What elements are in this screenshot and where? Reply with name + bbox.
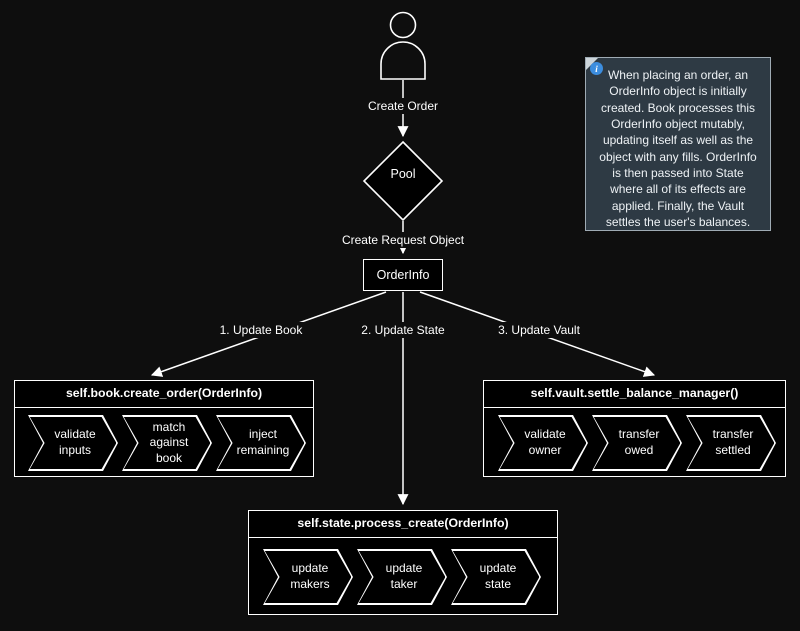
edge-label-update-state: 2. Update State — [357, 322, 449, 338]
step-chevron-validate-owner: validate owner — [498, 415, 588, 471]
vault-group-title: self.vault.settle_balance_manager() — [484, 381, 785, 408]
step-label: update makers — [290, 561, 330, 591]
book-group-node: self.book.create_order(OrderInfo) valida… — [14, 380, 314, 477]
step-label: match against book — [149, 419, 189, 465]
step-label: update taker — [385, 561, 423, 591]
state-group-node: self.state.process_create(OrderInfo) upd… — [248, 510, 558, 615]
note: i When placing an order, an OrderInfo ob… — [585, 57, 771, 231]
step-chevron-match-against-book: match against book — [122, 415, 212, 471]
pool-node-shape — [362, 140, 444, 222]
book-group-title: self.book.create_order(OrderInfo) — [15, 381, 313, 408]
info-icon: i — [590, 62, 603, 75]
vault-group-node: self.vault.settle_balance_manager() vali… — [483, 380, 786, 477]
edge-label-update-vault: 3. Update Vault — [494, 322, 584, 338]
step-chevron-inject-remaining: inject remaining — [216, 415, 306, 471]
step-label: validate owner — [524, 427, 566, 457]
edge-label-create-request: Create Request Object — [337, 232, 469, 248]
step-chevron-validate-inputs: validate inputs — [28, 415, 118, 471]
step-label: update state — [479, 561, 517, 591]
edge-label-create-order: Create Order — [363, 98, 443, 114]
orderinfo-node: OrderInfo — [363, 259, 443, 291]
edge-label-update-book: 1. Update Book — [215, 322, 307, 338]
state-group-title: self.state.process_create(OrderInfo) — [249, 511, 557, 538]
step-chevron-transfer-settled: transfer settled — [686, 415, 776, 471]
step-chevron-update-taker: update taker — [357, 549, 447, 605]
step-label: validate inputs — [54, 427, 96, 457]
step-chevron-update-state: update state — [451, 549, 541, 605]
user-actor-icon — [380, 11, 426, 80]
step-chevron-update-makers: update makers — [263, 549, 353, 605]
step-label: inject remaining — [236, 427, 290, 457]
step-label: transfer settled — [712, 427, 754, 457]
note-text: When placing an order, an OrderInfo obje… — [599, 68, 757, 229]
step-label: transfer owed — [618, 427, 660, 457]
step-chevron-transfer-owed: transfer owed — [592, 415, 682, 471]
pool-node-label: Pool — [390, 167, 416, 181]
